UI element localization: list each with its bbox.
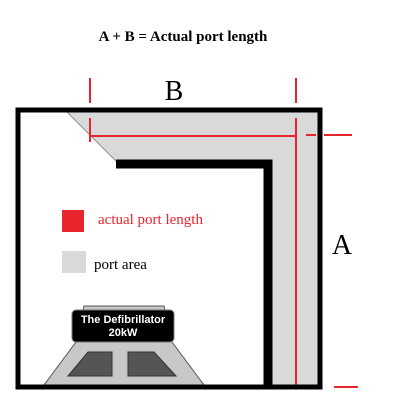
subwoofer-cone-left xyxy=(66,351,113,377)
port-baffle xyxy=(116,159,273,387)
legend-label-port-area: port area xyxy=(94,257,147,273)
subwoofer-name: The Defibrillator xyxy=(81,314,166,326)
legend-swatch-actual-port-length xyxy=(62,210,84,232)
subwoofer: The Defibrillator 20kW xyxy=(43,305,205,386)
measure-lines xyxy=(89,78,358,388)
dimension-label-b: B xyxy=(165,76,184,107)
port-area xyxy=(66,110,320,387)
dimension-label-a: A xyxy=(332,230,353,261)
diagram-title: A + B = Actual port length xyxy=(99,29,268,45)
legend-swatch-port-area xyxy=(62,251,86,273)
subwoofer-cone-right xyxy=(127,351,178,377)
subwoofer-power: 20kW xyxy=(109,327,138,339)
legend: actual port length port area xyxy=(62,210,203,273)
subwoofer-label-plate xyxy=(71,309,175,343)
legend-label-actual-port-length: actual port length xyxy=(98,212,203,228)
